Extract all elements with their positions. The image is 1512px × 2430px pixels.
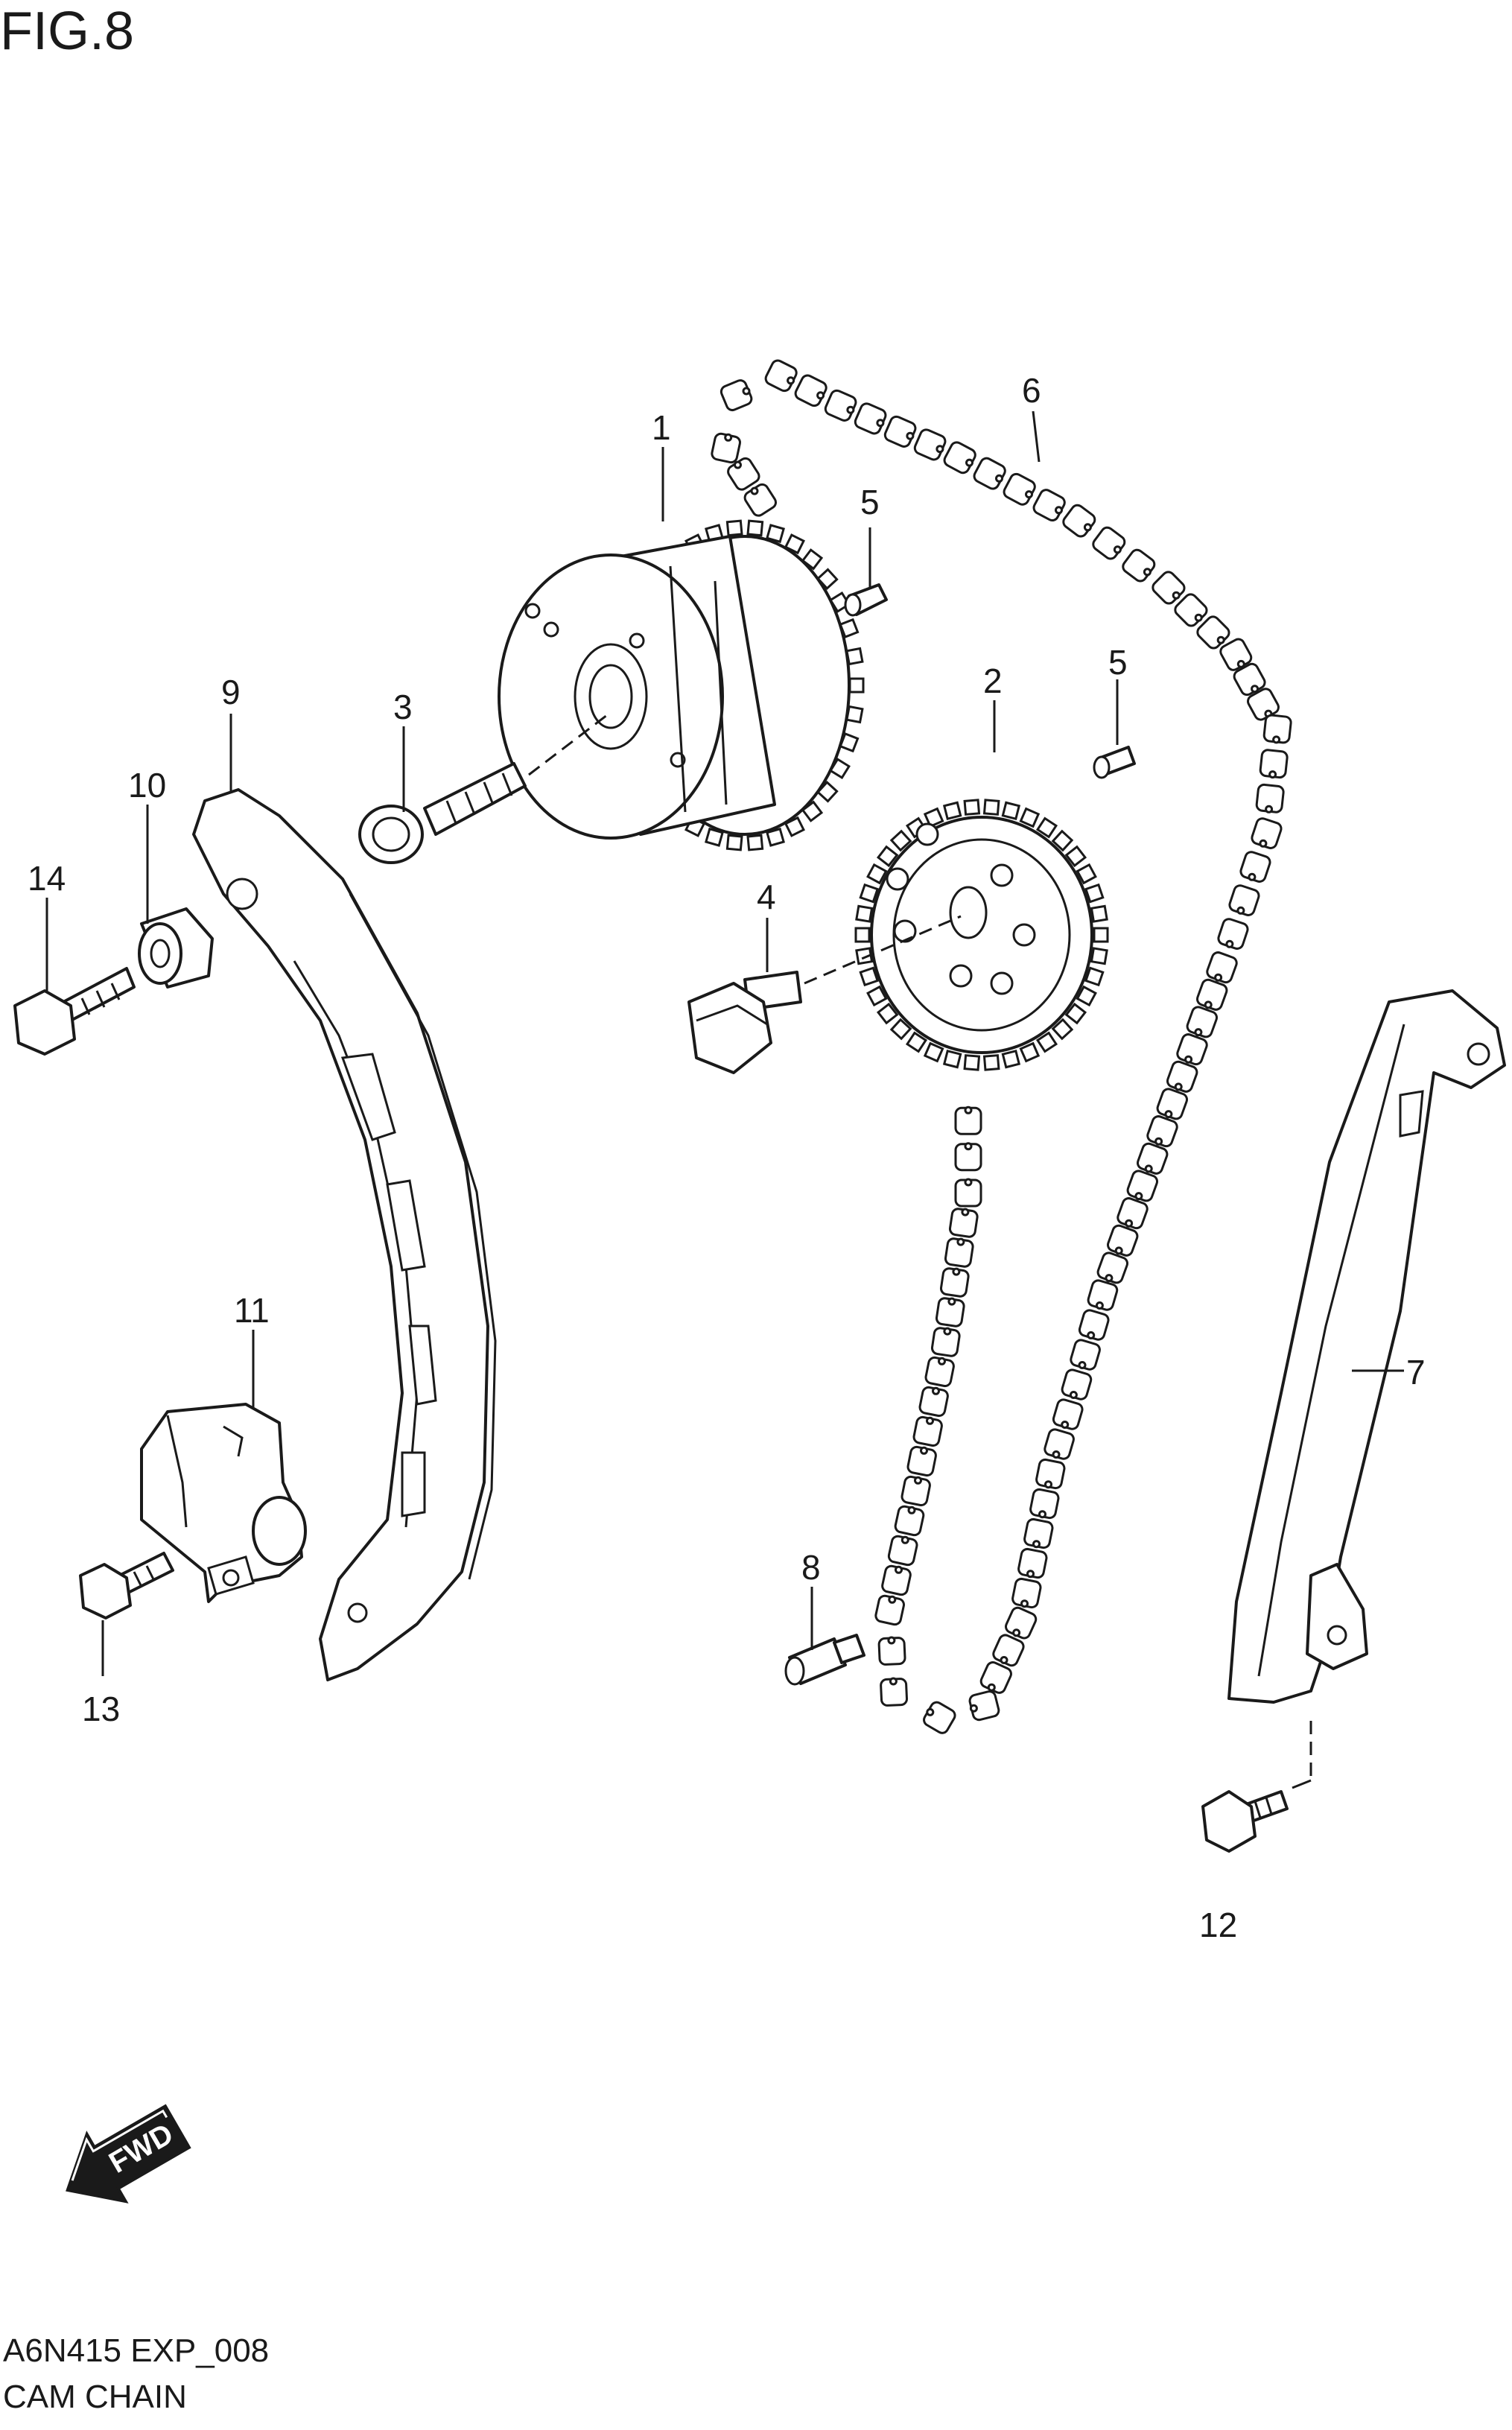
part-9-tensioner-shoe[interactable] xyxy=(192,788,497,1681)
callout-2: 2 xyxy=(983,662,1003,700)
callout-1: 1 xyxy=(652,408,671,447)
callout-3: 3 xyxy=(393,688,413,726)
callout-12: 12 xyxy=(1199,1906,1237,1944)
part-5-dowel-pin-lower[interactable] xyxy=(1093,746,1136,779)
fwd-arrow-icon: FWD xyxy=(66,2104,191,2204)
part-2-cam-sprocket[interactable] xyxy=(854,799,1109,1071)
callout-7: 7 xyxy=(1406,1353,1426,1392)
callout-numbers: 1 2 3 4 5 5 6 7 8 9 10 11 12 13 14 xyxy=(28,371,1426,1944)
callout-11: 11 xyxy=(234,1291,270,1330)
part-10-collar[interactable] xyxy=(138,907,214,989)
part-5-dowel-pin-upper[interactable] xyxy=(844,583,888,617)
callout-5-lower: 5 xyxy=(1108,643,1128,682)
callout-6: 6 xyxy=(1022,371,1041,410)
callout-5-upper: 5 xyxy=(860,483,880,521)
callout-14: 14 xyxy=(28,859,66,898)
part-8-pin[interactable] xyxy=(784,1634,865,1686)
cam-chain[interactable] xyxy=(711,358,1292,1735)
callout-8: 8 xyxy=(801,1548,821,1587)
section-name: CAM CHAIN xyxy=(3,2379,187,2415)
part-1-cam-sprocket-vvt[interactable] xyxy=(498,519,865,851)
callout-9: 9 xyxy=(221,673,241,711)
part-3-cam-sprocket-bolt[interactable] xyxy=(358,714,608,864)
part-11-chain-tensioner[interactable] xyxy=(140,1403,307,1603)
part-14-pivot-bolt[interactable] xyxy=(13,967,136,1056)
part-12-guide-bolt[interactable] xyxy=(1201,1721,1312,1853)
figure-title: FIG.8 xyxy=(0,1,135,61)
callout-4: 4 xyxy=(757,878,776,916)
leader-lines xyxy=(45,410,1404,1789)
part-13-tensioner-bolt[interactable] xyxy=(79,1552,174,1620)
callout-10: 10 xyxy=(128,766,166,805)
part-4-cam-sprocket-bolt[interactable] xyxy=(687,915,962,1074)
diagram-code: A6N415 EXP_008 xyxy=(3,2332,270,2369)
callout-13: 13 xyxy=(82,1690,120,1728)
part-7-chain-guide[interactable] xyxy=(1227,989,1506,1704)
